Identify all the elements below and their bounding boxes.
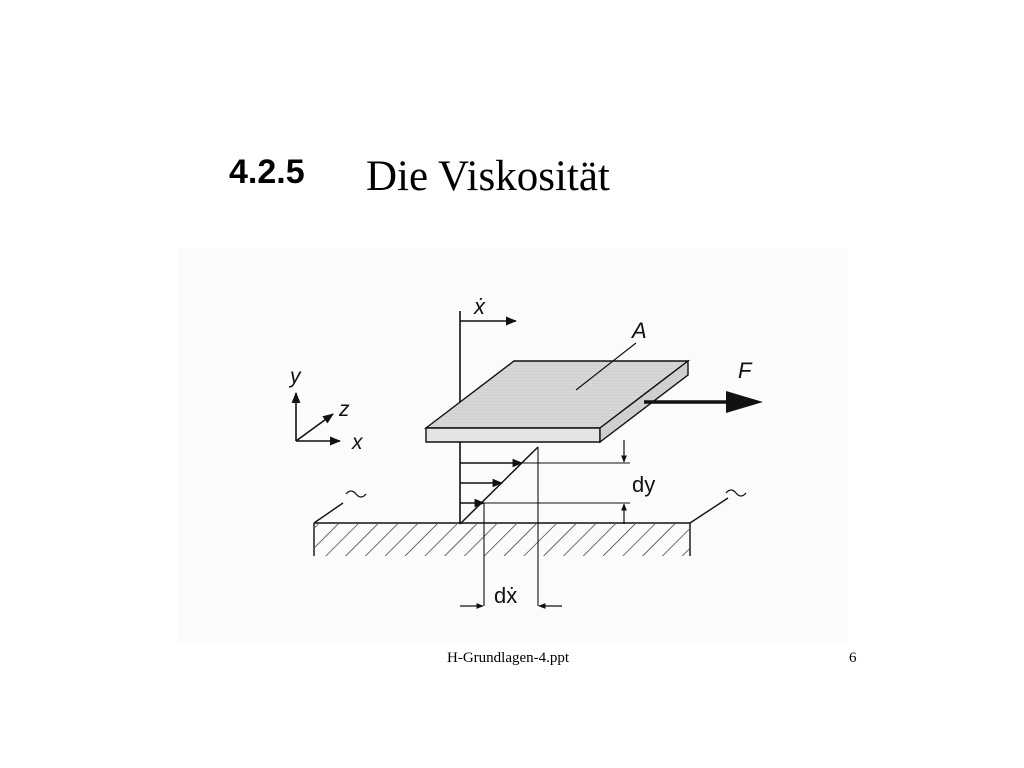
dy-label: dy: [632, 472, 655, 497]
axis-y-label: y: [288, 365, 302, 388]
axis-x-label: x: [351, 431, 364, 454]
viscosity-diagram: ẋ A F y z x dy dẋ: [288, 294, 763, 609]
footer-page-number: 6: [849, 650, 857, 666]
section-number: 4.2.5: [229, 153, 305, 191]
force-label: F: [738, 358, 753, 383]
area-label: A: [630, 318, 647, 343]
dxdot-label: dẋ: [494, 583, 517, 608]
coordinate-system: [291, 391, 342, 446]
slide-title: Die Viskosität: [366, 153, 610, 200]
viscosity-figure: ẋ A F y z x dy dẋ: [178, 248, 848, 643]
x-dot-label: ẋ: [473, 294, 486, 319]
velocity-profile-line: [459, 446, 539, 525]
axis-z-label: z: [338, 398, 350, 421]
ground-wall: [313, 489, 747, 556]
force-arrow-head: [726, 391, 763, 413]
area-leader-line: [575, 342, 637, 391]
footer-filename: H-Grundlagen-4.ppt: [447, 650, 570, 666]
